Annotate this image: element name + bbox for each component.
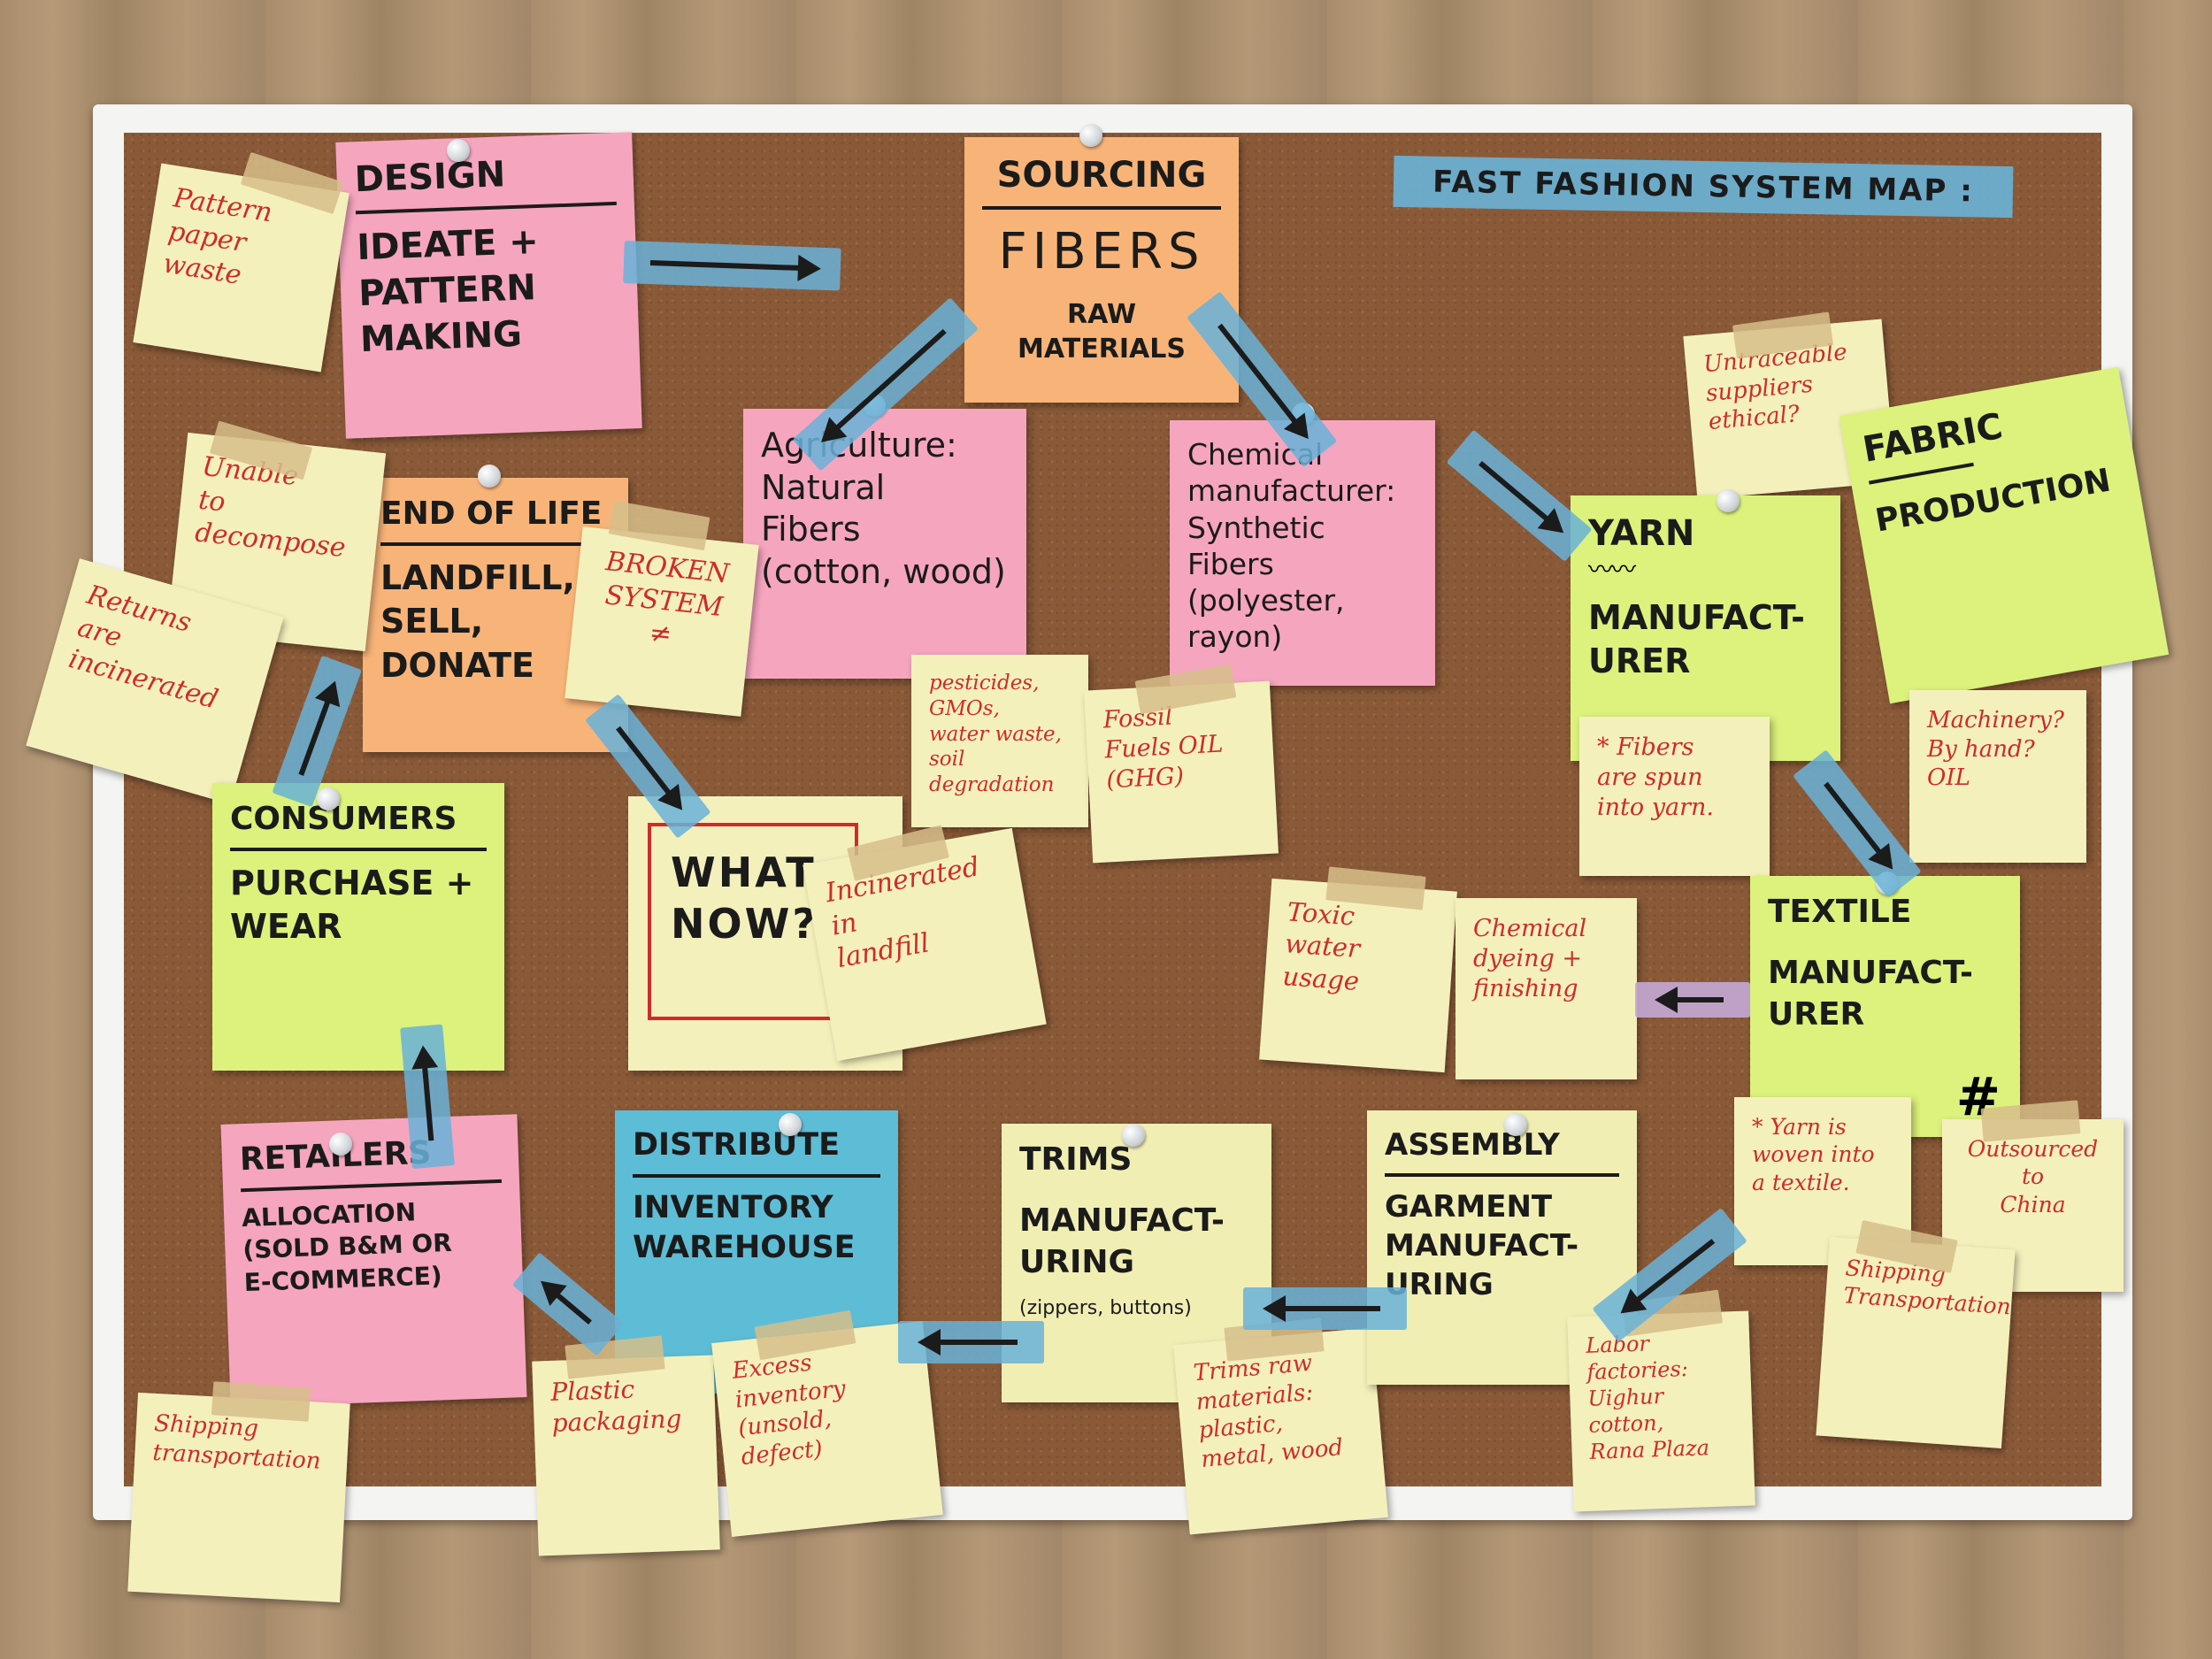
note-plastic-packaging-text: Plastic packaging	[549, 1374, 682, 1438]
tape	[211, 1381, 311, 1422]
note-yarn-title: YARN	[1588, 513, 1695, 554]
arrow-head-icon	[314, 676, 349, 708]
board-title: FAST FASHION SYSTEM MAP :	[1393, 155, 2014, 219]
note-excess-inventory-text: Excess inventory (unsold, defect)	[731, 1349, 847, 1471]
note-retailers-title: RETAILERS	[239, 1134, 433, 1179]
divider	[380, 542, 611, 546]
note-sourcing-title: SOURCING	[996, 155, 1207, 196]
push-pin-icon	[1717, 489, 1740, 512]
arrow-head-icon	[918, 1329, 941, 1356]
push-pin-icon	[1122, 1124, 1145, 1147]
arrow-head-icon	[1263, 1295, 1286, 1322]
wavy-underline: 〰〰	[1588, 555, 1636, 584]
note-plastic-packaging: Plastic packaging	[532, 1355, 720, 1556]
note-broken-system: BROKEN SYSTEM ≠	[565, 526, 759, 717]
note-labor-factories: Labor factories: Uighur cotton, Rana Pla…	[1567, 1310, 1755, 1512]
note-textile-body: MANUFACT- URER	[1768, 955, 1973, 1033]
arrow-assembly-to-trims	[1243, 1287, 1407, 1330]
note-textile-manufacturer: TEXTILE MANUFACT- URER #	[1750, 876, 2020, 1137]
note-sourcing-big: FIBERS	[998, 223, 1205, 280]
note-incinerated-landfill-text: Incinerated in landfill	[823, 851, 982, 975]
note-shipping-right: Shipping Transportation	[1816, 1236, 2016, 1449]
note-broken-system-text: BROKEN SYSTEM ≠	[603, 546, 731, 651]
note-distribute-body: INVENTORY WAREHOUSE	[633, 1189, 856, 1266]
note-design-body: IDEATE + PATTERN MAKING	[356, 221, 540, 361]
note-outsourced-china-text: Outsourced to China	[1967, 1136, 2099, 1217]
push-pin-icon	[329, 1133, 352, 1156]
arrow-head-icon	[1655, 987, 1678, 1013]
note-shipping-left: Shipping transportation	[127, 1392, 350, 1603]
note-trims-title: TRIMS	[1019, 1141, 1133, 1178]
push-pin-icon	[317, 787, 340, 810]
note-trims-sub: (zippers, buttons)	[1019, 1296, 1192, 1319]
note-fibers-spun-text: * Fibers are spun into yarn.	[1597, 733, 1714, 821]
push-pin-icon	[447, 139, 470, 162]
divider	[633, 1173, 880, 1178]
note-design-title: DESIGN	[353, 154, 506, 201]
divider	[355, 201, 617, 215]
note-yarn-woven-text: * Yarn is woven into a textile.	[1752, 1114, 1875, 1195]
arrow-trims-to-distribute	[898, 1321, 1044, 1363]
push-pin-icon	[779, 1113, 802, 1136]
note-machinery-text: Machinery? By hand? OIL	[1927, 707, 2064, 791]
note-trims-body: MANUFACT- URING	[1019, 1202, 1225, 1280]
note-retailers-body: ALLOCATION (SOLD B&M OR E-COMMERCE)	[241, 1197, 453, 1297]
note-machinery: Machinery? By hand? OIL	[1909, 690, 2086, 863]
note-retailers: RETAILERS ALLOCATION (SOLD B&M OR E-COMM…	[220, 1114, 527, 1408]
note-design: DESIGN IDEATE + PATTERN MAKING	[335, 132, 642, 439]
note-untraceable-suppliers-text: Untraceable suppliers ethical?	[1701, 339, 1848, 435]
note-yarn-body: MANUFACT- URER	[1588, 598, 1805, 681]
note-chemical-dyeing: Chemical dyeing + finishing	[1455, 898, 1637, 1079]
note-fossil-fuels-text: Fossil Fuels OIL (GHG)	[1102, 703, 1225, 794]
note-pattern-waste-text: Pattern paper waste	[160, 182, 275, 291]
note-pesticides-text: pesticides, GMOs, water waste, soil degr…	[929, 672, 1062, 796]
note-labor-factories-text: Labor factories: Uighur cotton, Rana Pla…	[1585, 1331, 1710, 1464]
note-chemical-dyeing-text: Chemical dyeing + finishing	[1473, 915, 1587, 1002]
note-consumers-title: CONSUMERS	[230, 801, 457, 837]
note-assembly-title: ASSEMBLY	[1385, 1127, 1560, 1163]
note-assembly-body: GARMENT MANUFACT- URING	[1385, 1188, 1579, 1302]
arrow-head-icon	[410, 1044, 439, 1070]
note-fibers-spun: * Fibers are spun into yarn.	[1579, 717, 1770, 876]
divider	[230, 848, 487, 851]
note-fabric-production-body: PRODUCTION	[1872, 462, 2114, 540]
note-end-of-life-title: END OF LIFE	[380, 495, 603, 532]
push-pin-icon	[478, 465, 501, 488]
note-end-of-life-body: LANDFILL, SELL, DONATE	[380, 558, 575, 685]
note-pesticides: pesticides, GMOs, water waste, soil degr…	[911, 655, 1088, 827]
note-consumers-body: PURCHASE + WEAR	[230, 864, 474, 947]
note-sourcing: SOURCING FIBERS RAW MATERIALS	[964, 137, 1239, 403]
divider	[241, 1179, 503, 1193]
note-toxic-water-text: Toxic water usage	[1281, 896, 1362, 996]
note-textile-title: TEXTILE	[1768, 894, 1912, 930]
arrow-design-to-sourcing	[623, 241, 841, 291]
note-returns-incinerated-text: Returns are incinerated	[65, 579, 222, 716]
push-pin-icon	[1079, 124, 1102, 147]
push-pin-icon	[1504, 1113, 1527, 1136]
note-toxic-water: Toxic water usage	[1259, 878, 1457, 1073]
note-end-of-life: END OF LIFE LANDFILL, SELL, DONATE	[363, 478, 628, 752]
note-fabric-production: FABRIC PRODUCTION	[1839, 366, 2170, 704]
note-trims-raw-text: Trims raw materials: plastic, metal, woo…	[1192, 1349, 1345, 1473]
note-agriculture-text: Agriculture: Natural Fibers (cotton, woo…	[761, 426, 1006, 591]
arrow-textile-to-dyeing	[1635, 982, 1750, 1018]
note-fossil-fuels: Fossil Fuels OIL (GHG)	[1084, 680, 1279, 864]
divider	[1385, 1172, 1619, 1177]
note-consumers: CONSUMERS PURCHASE + WEAR	[212, 783, 504, 1071]
divider	[982, 206, 1221, 210]
note-sourcing-body: RAW MATERIALS	[1018, 298, 1186, 365]
note-agriculture: Agriculture: Natural Fibers (cotton, woo…	[743, 409, 1026, 679]
note-what-now-text: WHAT NOW?	[671, 849, 819, 948]
note-trims-raw: Trims raw materials: plastic, metal, woo…	[1173, 1327, 1388, 1535]
note-outsourced-china: Outsourced to China	[1942, 1119, 2124, 1292]
note-distribute-title: DISTRIBUTE	[633, 1127, 841, 1163]
arrow-head-icon	[797, 254, 822, 282]
note-chemical-text: Chemical manufacturer: Synthetic Fibers …	[1187, 437, 1396, 655]
